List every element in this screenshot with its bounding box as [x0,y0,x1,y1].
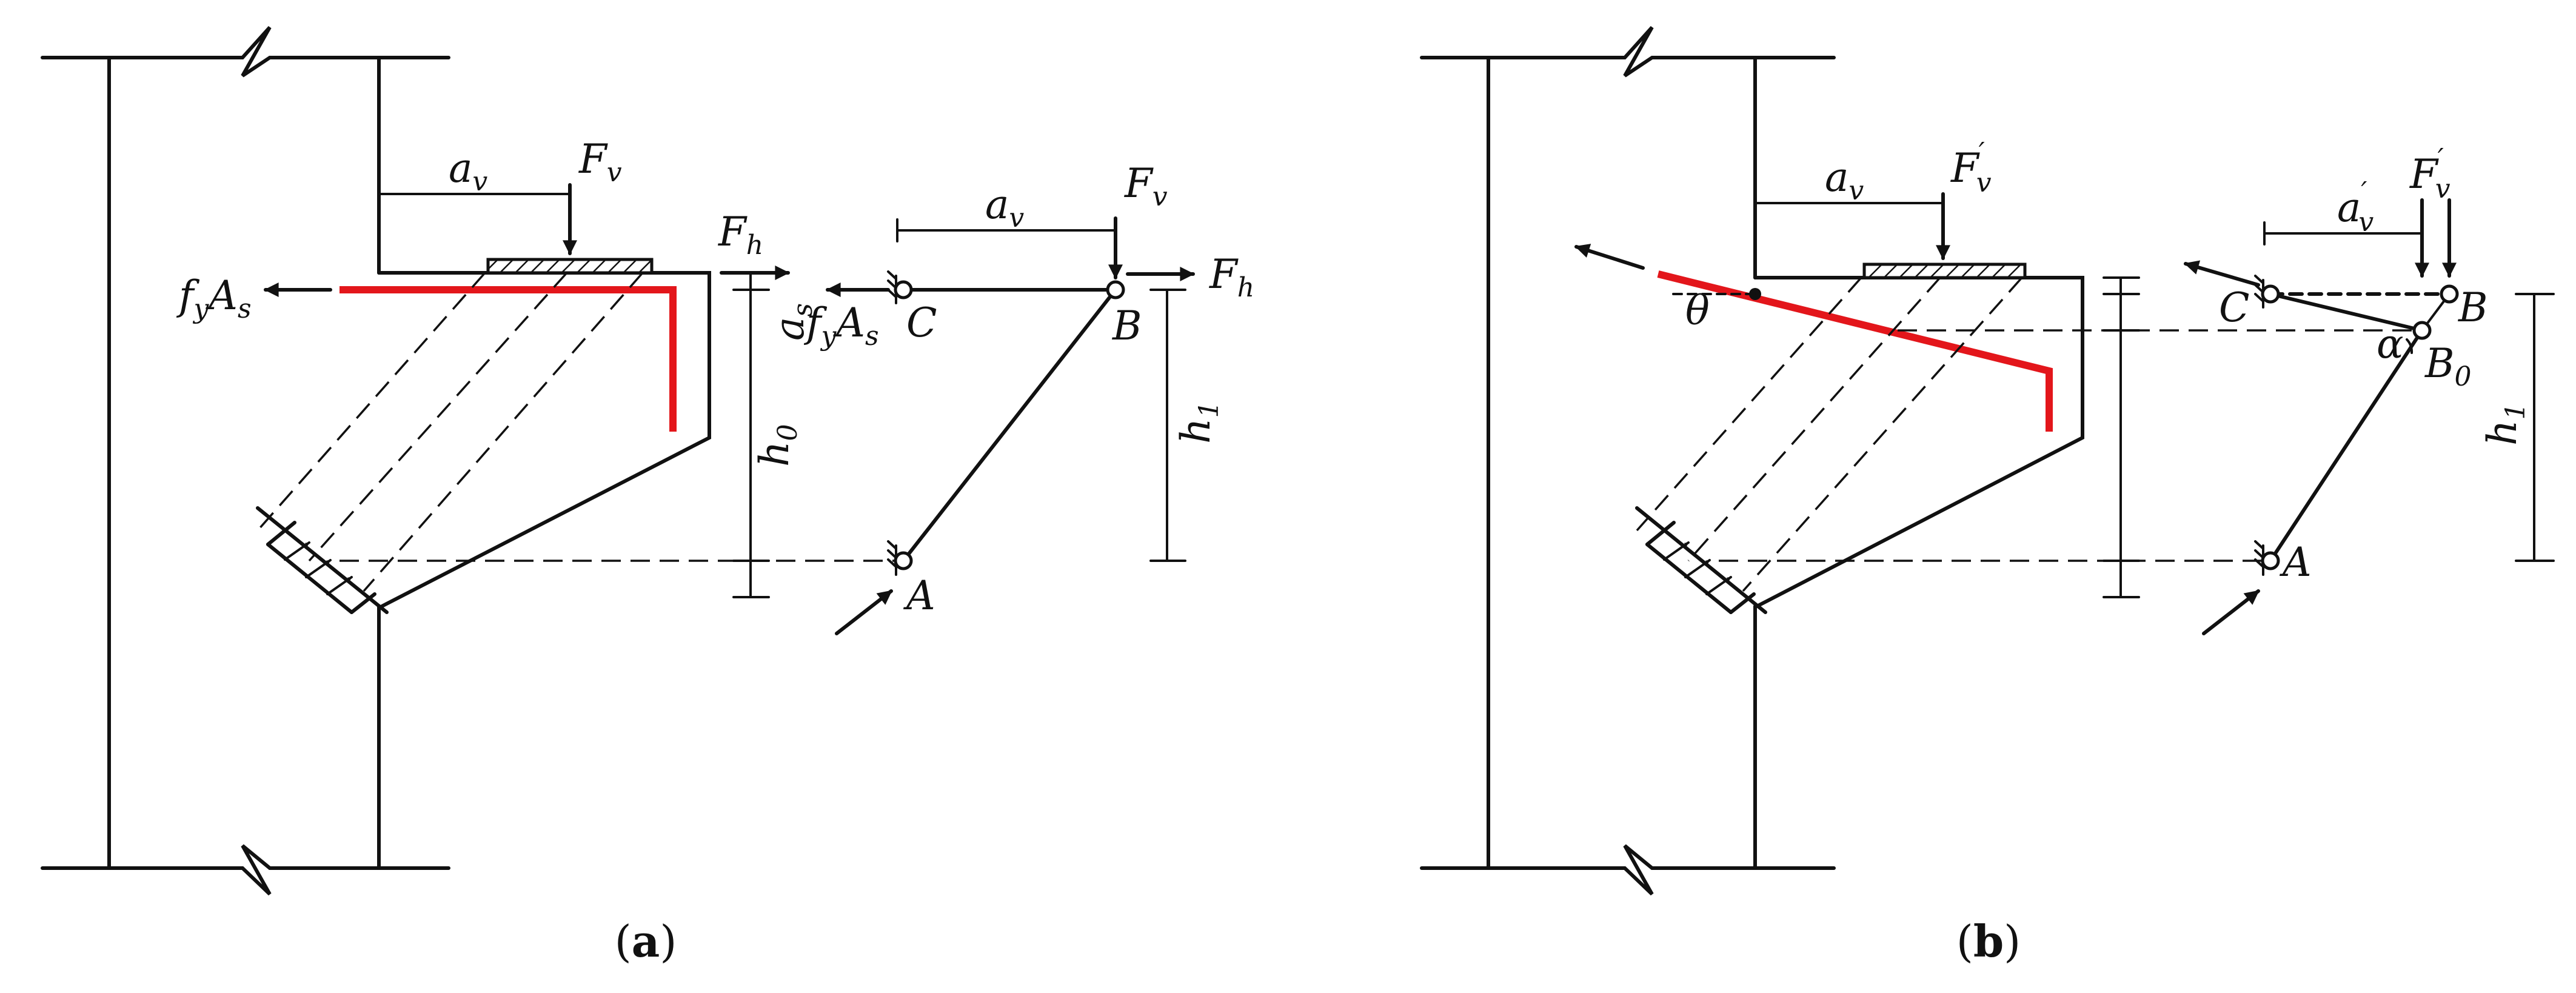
label-F-v-truss: Fv [1124,160,1168,212]
label-a-s: as [766,303,818,341]
dimension-h0-a: as h0 [732,272,818,598]
dimension-right-b [2103,276,2140,598]
label-fyAs: fyAs [176,272,252,324]
dimension-a-v-b: av [1754,154,1944,213]
node-a-bearing-stress-block-b [1635,506,1767,614]
label-a-v-truss: av [985,181,1024,233]
panel-b: θ av F′v [1420,25,2555,967]
corbel-outline-b [1753,276,2084,608]
node-A-b [2261,551,2280,570]
label-a-v-prime: a′v [2337,176,2374,238]
inclined-tie-bar-b [1657,270,2053,432]
label-node-C-a: C [906,299,937,346]
strut-dashed-lines-a [256,272,897,592]
node-C-a [894,280,913,299]
label-node-A-b: A [2279,539,2312,586]
column-b [1420,25,1836,896]
bearing-plate-b [1862,262,2027,279]
label-B0: B0 [2424,340,2472,392]
dimension-a-v: av [378,145,571,204]
node-a-bearing-stress-block [256,506,389,614]
label-theta: θ [1685,287,1710,334]
dimension-h1-b: h1 [2479,293,2555,562]
load-F-h-a: Fh [718,209,790,280]
label-F-v-prime-truss: F′v [2409,143,2451,204]
load-F-v-a: Fv [563,136,622,255]
tie-force-fyAs-a: fyAs [176,272,332,324]
label-h-1: h1 [1173,401,1225,444]
label-F-v-prime: F′v [1950,137,1992,198]
caption-b: (b) [1956,915,2021,967]
label-fyAs-truss: fyAs [803,299,879,352]
node-A-a [894,551,913,570]
label-F-h: Fh [718,209,763,261]
node-B0-b [2412,321,2432,340]
truss-model-a: fyAs C B A av Fv Fh [803,160,1254,635]
node-B-b [2440,284,2459,304]
truss-model-b: α B0 C B A a′v F′v [2184,143,2488,635]
panel-a: av Fv Fh fyAs as h0 [41,25,1254,967]
label-a-v-b: av [1825,154,1864,206]
label-node-B-b: B [2458,284,2488,331]
label-h-0: h0 [751,424,803,467]
dimension-h1-a: h1 [1149,289,1225,562]
node-B-a [1106,280,1125,299]
main-tie-bar-a [340,286,677,432]
label-node-B-a: B [1112,303,1142,349]
node-C-b [2261,284,2280,304]
bearing-plate-a [486,258,654,275]
label-alpha: α [2377,321,2404,367]
label-h-1-b: h1 [2479,403,2531,446]
column-a [41,25,450,896]
label-F-v: Fv [578,136,622,188]
label-node-C-b: C [2219,284,2250,331]
corbel-outline-a [377,271,711,608]
label-F-h-truss: Fh [1209,251,1254,303]
tie-force-arrow-b: θ [1574,244,1761,334]
label-node-A-a: A [903,572,935,619]
caption-a: (a) [615,915,677,967]
strut-dashed-lines-b [1636,276,2422,592]
load-F-v-prime-b: F′v [1936,137,1992,260]
label-a-v: av [449,145,487,197]
